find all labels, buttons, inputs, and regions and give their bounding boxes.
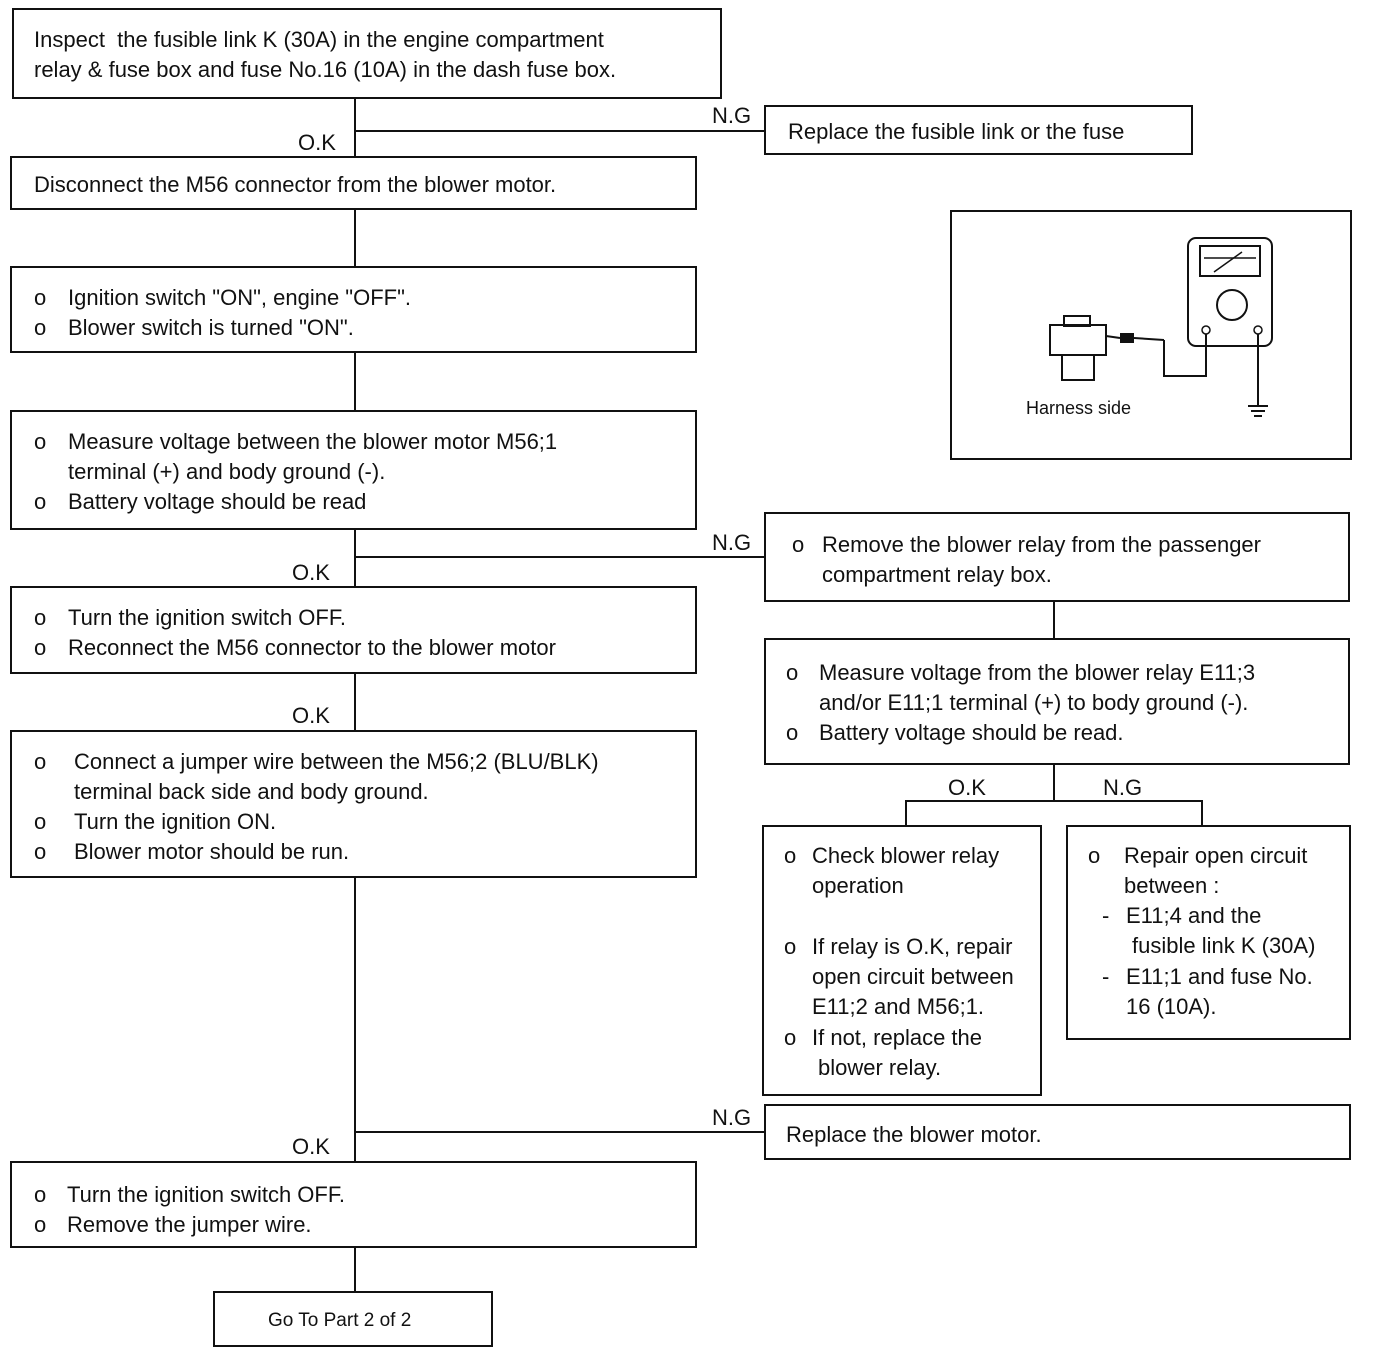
bullet: o (784, 1025, 797, 1050)
box-text-line: between : (1124, 873, 1220, 898)
measure-voltage-box: o Measure voltage between the blower mot… (10, 410, 697, 530)
go-to-part-2-box: Go To Part 2 of 2 (213, 1291, 493, 1347)
box-text-line: compartment relay box. (822, 562, 1052, 587)
box-text-line: Inspect the fusible link K (30A) in the … (34, 27, 604, 52)
box-text-line: 16 (10A). (1126, 994, 1217, 1019)
remove-relay-box: o Remove the blower relay from the passe… (764, 512, 1350, 602)
box-text-line: Remove the blower relay from the passeng… (822, 532, 1261, 557)
harness-illustration-box: Harness side (950, 210, 1352, 460)
bullet: o (34, 809, 47, 834)
box-text-line: Measure voltage between the blower motor… (68, 429, 558, 454)
jumper-wire-box: o Connect a jumper wire between the M56;… (10, 730, 697, 878)
dash: - (1102, 903, 1110, 928)
box-text-line: relay & fuse box and fuse No.16 (10A) in… (34, 57, 617, 82)
connector-line (1201, 800, 1203, 827)
connector-line (1053, 764, 1055, 800)
multimeter-illustration (1049, 237, 1273, 417)
box-text-line: Go To Part 2 of 2 (268, 1310, 412, 1331)
box-text-line: terminal back side and body ground. (74, 779, 429, 804)
box-text-line: Remove the jumper wire. (67, 1212, 312, 1237)
connector-line (1053, 601, 1055, 640)
box-text-line: If not, replace the (812, 1025, 982, 1050)
box-text-line: open circuit between (812, 964, 1014, 989)
box-text-line: Blower motor should be run. (74, 839, 350, 864)
bullet: o (784, 934, 797, 959)
repair-open-circuit-box: o Repair open circuit between : - E11;4 … (1066, 825, 1351, 1040)
connector-line (354, 99, 356, 156)
box-text-line: Disconnect the M56 connector from the bl… (34, 172, 557, 197)
box-text-line: Battery voltage should be read. (819, 720, 1124, 745)
dash: - (1102, 964, 1110, 989)
box-text-line: and/or E11;1 terminal (+) to body ground… (819, 690, 1249, 715)
ok-label: O.K (298, 130, 336, 155)
box-text-line: Connect a jumper wire between the M56;2 … (74, 749, 599, 774)
bullet: o (786, 720, 799, 745)
bullet: o (34, 489, 47, 514)
bullet: o (34, 285, 47, 310)
box-text-line: Reconnect the M56 connector to the blowe… (68, 635, 556, 660)
box-text-line: fusible link K (30A) (1132, 933, 1316, 958)
box-text-line: Replace the blower motor. (786, 1122, 1042, 1147)
disconnect-connector-box: Disconnect the M56 connector from the bl… (10, 156, 697, 210)
measure-relay-voltage-box: o Measure voltage from the blower relay … (764, 638, 1350, 765)
harness-side-label: Harness side (1026, 398, 1132, 418)
bullet: o (792, 532, 805, 557)
connector-line (354, 352, 356, 411)
turn-off-reconnect-box: o Turn the ignition switch OFF. o Reconn… (10, 586, 697, 674)
box-text-line: operation (812, 873, 904, 898)
connector-line (354, 1131, 766, 1133)
box-text-line: Ignition switch "ON", engine "OFF". (68, 285, 412, 310)
ok-label: O.K (292, 560, 330, 585)
box-text-line: E11;2 and M56;1. (812, 994, 985, 1019)
connector-line (354, 877, 356, 1161)
connector-line (354, 130, 766, 132)
ng-label: N.G (1103, 775, 1143, 800)
bullet: o (34, 635, 47, 660)
replace-motor-box: Replace the blower motor. (764, 1104, 1351, 1160)
bullet: o (34, 1212, 47, 1237)
bullet: o (786, 660, 799, 685)
bullet: o (34, 1182, 47, 1207)
replace-fuse-box: Replace the fusible link or the fuse (764, 105, 1193, 155)
bullet: o (34, 839, 47, 864)
bullet: o (34, 315, 47, 340)
box-text-line: Turn the ignition switch OFF. (67, 1182, 345, 1207)
box-text-line: Blower switch is turned "ON". (68, 315, 354, 340)
box-text-line: E11;1 and fuse No. (1126, 964, 1313, 989)
bullet: o (784, 843, 797, 868)
connector-line (905, 800, 1203, 802)
check-relay-box: o Check blower relay operation o If rela… (762, 825, 1042, 1096)
bullet: o (1088, 843, 1101, 868)
bullet: o (34, 605, 47, 630)
box-text-line: Turn the ignition ON. (74, 809, 277, 834)
connector-line (905, 800, 907, 827)
box-text-line: Check blower relay (812, 843, 1000, 868)
connector-line (354, 529, 356, 587)
ok-label: O.K (292, 1134, 330, 1159)
connector-line (354, 1247, 356, 1292)
box-text-line: If relay is O.K, repair (812, 934, 1013, 959)
box-text-line: E11;4 and the (1126, 903, 1262, 928)
ignition-on-box: o Ignition switch "ON", engine "OFF". o … (10, 266, 697, 353)
ok-label: O.K (948, 775, 986, 800)
ng-label: N.G (712, 103, 752, 128)
connector-line (354, 673, 356, 731)
bullet: o (34, 749, 47, 774)
box-text-line: Replace the fusible link or the fuse (788, 119, 1125, 144)
box-text-line: terminal (+) and body ground (-). (68, 459, 386, 484)
box-text-line: Measure voltage from the blower relay E1… (819, 660, 1256, 685)
ng-label: N.G (712, 1105, 752, 1130)
box-text-line: Repair open circuit (1124, 843, 1308, 868)
inspect-fuse-box: Inspect the fusible link K (30A) in the … (12, 8, 722, 99)
connector-line (354, 209, 356, 267)
box-text-line: blower relay. (818, 1055, 942, 1080)
connector-line (354, 556, 766, 558)
bullet: o (34, 429, 47, 454)
ok-label: O.K (292, 703, 330, 728)
box-text-line: Battery voltage should be read (68, 489, 367, 514)
ng-label: N.G (712, 530, 752, 555)
final-steps-box: o Turn the ignition switch OFF. o Remove… (10, 1161, 697, 1248)
box-text-line: Turn the ignition switch OFF. (68, 605, 346, 630)
